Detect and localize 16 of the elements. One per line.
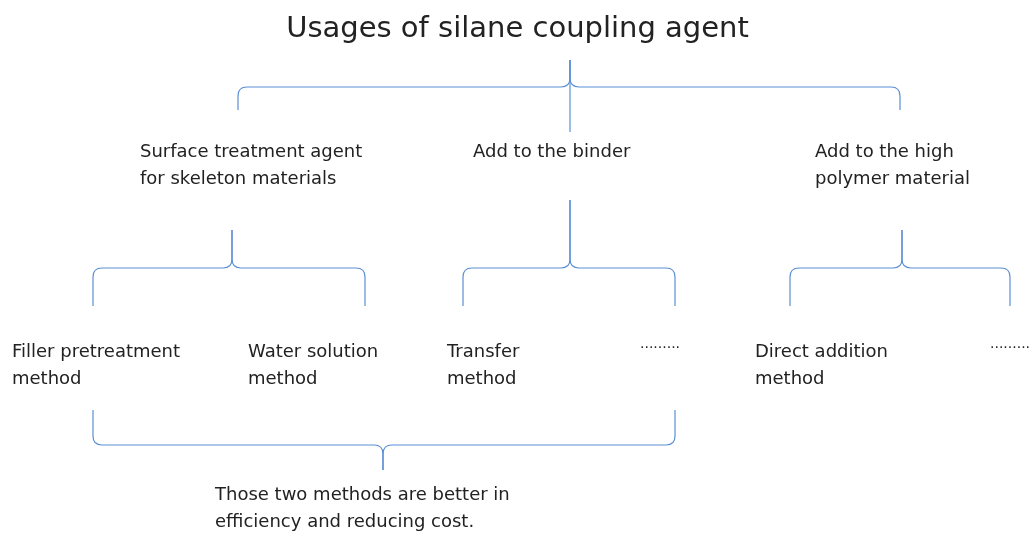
node-text: Add to the binder (473, 110, 673, 230)
bracket-connector (382, 409, 676, 471)
node-text: Direct addition method (755, 306, 925, 410)
node-text: Water solution method (248, 306, 418, 410)
node-text: Transfer method (447, 306, 557, 410)
node-text: Surface treatment agent for skeleton materials (140, 110, 380, 230)
node-text: Filler pretreatment method (12, 306, 222, 410)
bracket-connector (901, 229, 1011, 307)
bracket-connector (231, 229, 366, 307)
bracket-connector (569, 59, 901, 111)
node-text: ......... (990, 306, 1034, 410)
node-text: Add to the high polymer material (815, 110, 1015, 230)
bracket-connector (569, 199, 676, 307)
title: Usages of silane coupling agent (285, 10, 750, 44)
node-text: ......... (640, 306, 700, 410)
node-text: Those two methods are better in efficiency and reducing cost. (215, 470, 555, 534)
